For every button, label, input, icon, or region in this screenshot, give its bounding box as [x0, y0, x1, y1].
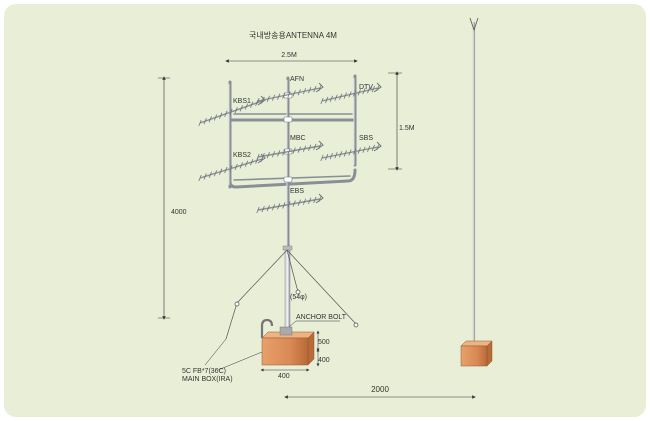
- concrete-base: [261, 326, 315, 366]
- frame-height-label: 1.5M: [399, 125, 415, 132]
- frame-height-dimension: 1.5M: [388, 71, 415, 171]
- antenna-frame: [228, 74, 357, 252]
- base-upper-height: 500: [318, 339, 330, 346]
- label-ebs: EBS: [290, 188, 304, 195]
- label-dtv: DTV: [359, 84, 373, 91]
- label-mbc: MBC: [290, 135, 306, 142]
- base-lower-height: 400: [318, 357, 330, 364]
- frame-width-label: 2.5M: [281, 52, 297, 59]
- anchor-bolt-label: ANCHOR BOLT: [296, 314, 347, 321]
- label-sbs: SBS: [359, 135, 373, 142]
- cable-conduit: [260, 318, 274, 338]
- total-height-dimension: 4000: [158, 76, 187, 320]
- diagram-title: 국내방송용ANTENNA 4M: [249, 30, 337, 40]
- label-kbs2: KBS2: [233, 152, 251, 159]
- yagi-dtv: [320, 82, 382, 105]
- spacing-label: 2000: [371, 385, 389, 394]
- yagi-antennas: [198, 82, 382, 214]
- pipe-diameter-label: (54φ): [290, 294, 307, 301]
- lower-mast: [284, 247, 291, 335]
- mast-ring: [282, 245, 293, 251]
- spacing-dimension: 2000: [284, 385, 476, 399]
- label-afn: AFN: [290, 76, 304, 83]
- yagi-mbc: [256, 140, 324, 161]
- frame-highlight: [228, 78, 355, 248]
- yagi-kbs1: [198, 95, 266, 127]
- yagi-sbs: [320, 141, 382, 162]
- base-width-label: 400: [278, 373, 290, 380]
- frame-width-dimension: 2.5M: [225, 52, 358, 63]
- label-kbs1: KBS1: [233, 98, 251, 105]
- base-dimensions: 500 400 400: [260, 330, 330, 380]
- side-view-mast: [460, 17, 493, 367]
- total-height-label: 4000: [171, 209, 187, 216]
- yagi-kbs2: [198, 153, 266, 182]
- diagram-panel: [4, 4, 646, 417]
- cable-callout: 5C FB*7(36C) MAIN BOX(IRA): [182, 338, 263, 383]
- guy-wires: [225, 249, 357, 340]
- yagi-ebs: [256, 193, 324, 214]
- cable-label-line1: 5C FB*7(36C): [182, 368, 226, 375]
- guy-anchors: [234, 289, 359, 328]
- yagi-afn: [256, 82, 324, 105]
- cable-label-line2: MAIN BOX(IRA): [182, 376, 233, 383]
